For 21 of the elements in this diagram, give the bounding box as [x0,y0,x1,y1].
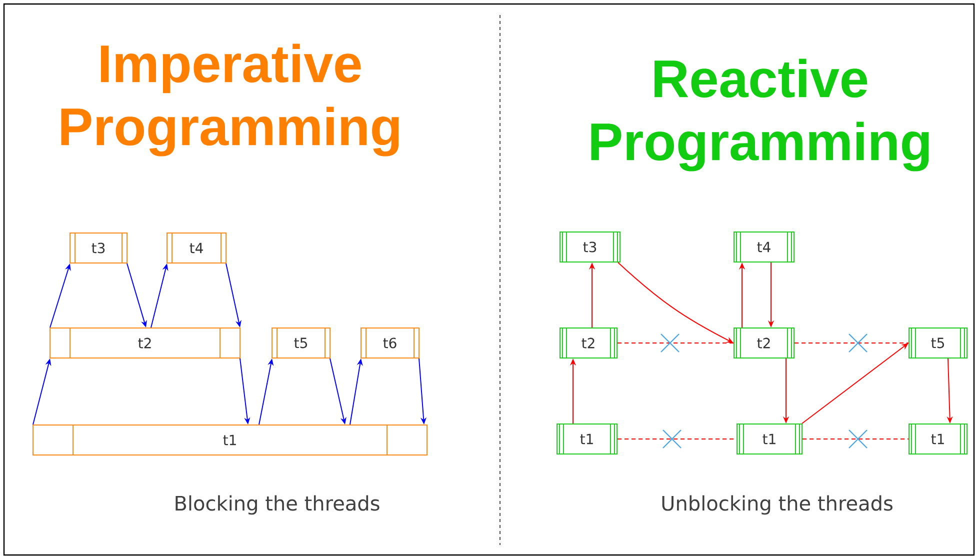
thread-box: t1 [736,424,802,454]
thread-box: t1 [908,424,968,454]
thread-box: t3 [70,232,128,264]
thread-box: t5 [272,328,330,358]
thread-box: t2 [50,328,240,358]
dashed-line [802,438,909,440]
thread-box: t1 [32,424,428,456]
dashed-line [794,342,909,344]
thread-box: t4 [734,232,794,262]
title: Reactive Programming [591,58,929,172]
thread-box: t2 [560,328,618,358]
thread-box: t5 [908,328,968,358]
thread-box: t6 [360,328,420,358]
caption: Unblocking the threads [662,495,892,515]
thread-box: t4 [166,232,226,264]
title: Imperative Programming [61,44,399,156]
caption: Blocking the threads [176,495,380,515]
thread-box: t1 [556,424,618,454]
thread-box: t2 [734,328,794,358]
thread-box: t3 [560,232,620,262]
dashed-line [617,342,734,344]
